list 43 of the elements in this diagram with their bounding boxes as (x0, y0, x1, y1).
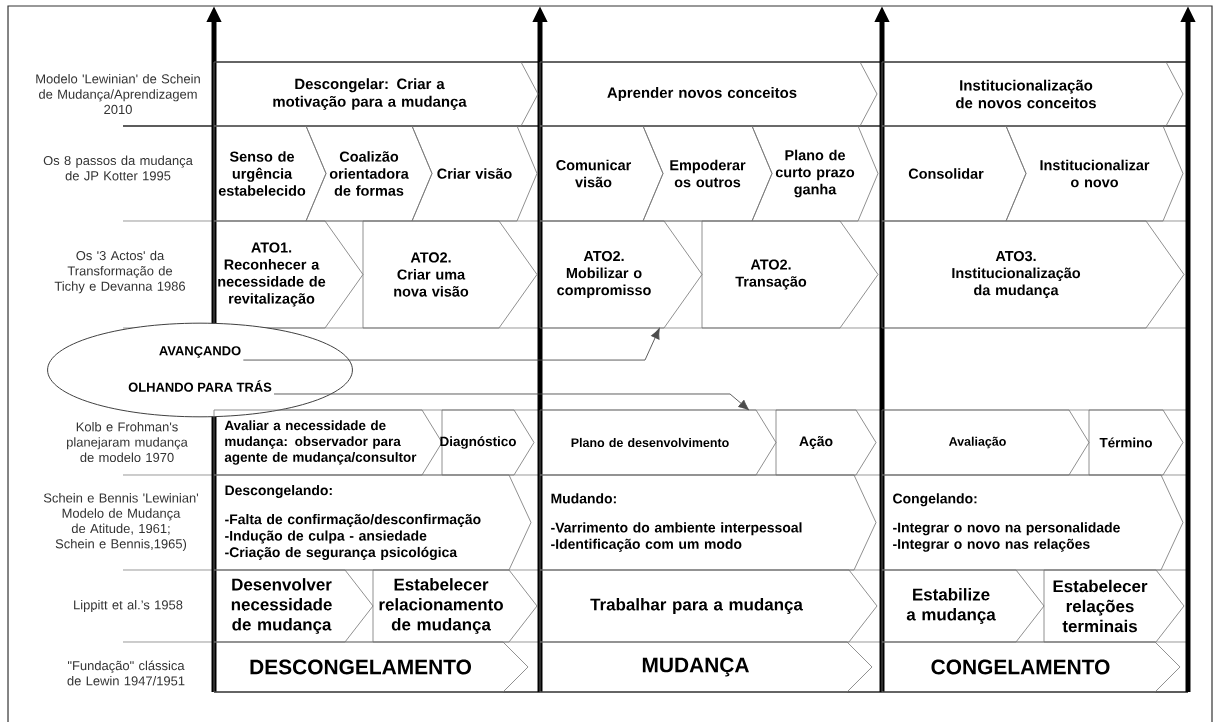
row-label: Kolb e Frohman's planejaram mudança de modelo 1970 (67, 421, 188, 463)
chevron-box: Ação (775, 409, 877, 476)
chevron-box: ATO2. Transação (701, 220, 879, 329)
ellipse-text: OLHANDO PARA TRÁS (128, 380, 272, 392)
arrow (242, 328, 660, 361)
chevron-box: MUDANÇA (539, 641, 873, 693)
chevron-box: Plano de desenvolvimento (539, 409, 777, 476)
chevron-box: Mudando: -Varrimento do ambiente interpessoal -Identificação com um modo (539, 474, 877, 571)
chevron-box: Comunicar visão (539, 125, 664, 222)
chevron-box: ATO2. Criar uma nova visão (362, 220, 538, 329)
chevron-box: Avaliação (881, 409, 1090, 476)
chevron-box: Senso de urgência estabelecido (213, 125, 327, 222)
chevron-box: Trabalhar para a mudança (539, 569, 878, 643)
row-label: "Fundação" clássica de Lewin 1947/1951 (67, 660, 185, 686)
row-label: Modelo 'Lewinian' de Schein de Mudança/Aprendizagem 2010 (36, 73, 200, 115)
chevron-box: Plano de curto prazo ganha (751, 125, 879, 222)
chevron-box: Término (1088, 409, 1184, 476)
arrow (273, 393, 750, 411)
chevron-box: Institucionalização de novos conceitos (881, 61, 1184, 127)
chevron-box: Consolidar (881, 125, 1027, 222)
ellipse-text: AVANÇANDO (159, 346, 241, 358)
row-label: Os '3 Actos' da Transformação de Tichy e Devanna 1986 (54, 250, 186, 294)
chevron-box: ATO2. Mobilizar o compromisso (539, 220, 703, 329)
chevron-box: Descongelar: Criar a motivação para a mudança (213, 61, 539, 127)
chevron-box: Coalizão orientadora de formas (305, 125, 433, 222)
row-label: Os 8 passos da mudança de JP Kotter 1995 (43, 155, 193, 181)
chevron-box: Estabelecer relacionamento de mudança (372, 569, 538, 643)
chevron-box: Institucionalizar o novo (1005, 125, 1184, 222)
row-label: Lippitt et al.’s 1958 (74, 599, 183, 613)
row-label: Schein e Bennis 'Lewinian' Modelo de Mudança de Atitude, 1961; Schein e Bennis,1965) (43, 493, 199, 551)
ellipse-shape (47, 322, 353, 418)
chevron-box: Empoderar os outros (642, 125, 773, 222)
chevron-box: CONGELAMENTO (881, 641, 1181, 693)
chevron-box: Aprender novos conceitos (539, 61, 878, 127)
chevron-box: Congelando: -Integrar o novo na personalidade -Integrar o novo nas relações (881, 474, 1184, 571)
chevron-box: Estabilize a mudança (881, 569, 1045, 643)
chevron-box: Criar visão (411, 125, 538, 222)
chevron-box: DESCONGELAMENTO (213, 641, 529, 693)
chevron-box: Estabelecer relações terminais (1043, 569, 1185, 643)
chevron-box: Descongelando: -Falta de confirmação/desconfirmação -Indução de culpa - ansiedade -Criação de segurança psicológica (213, 474, 532, 571)
chevron-box: Desenvolver necessidade de mudança (213, 569, 374, 643)
chevron-box: ATO3. Institucionalização da mudança (881, 220, 1185, 329)
chevron-box: Diagnóstico (440, 409, 535, 476)
